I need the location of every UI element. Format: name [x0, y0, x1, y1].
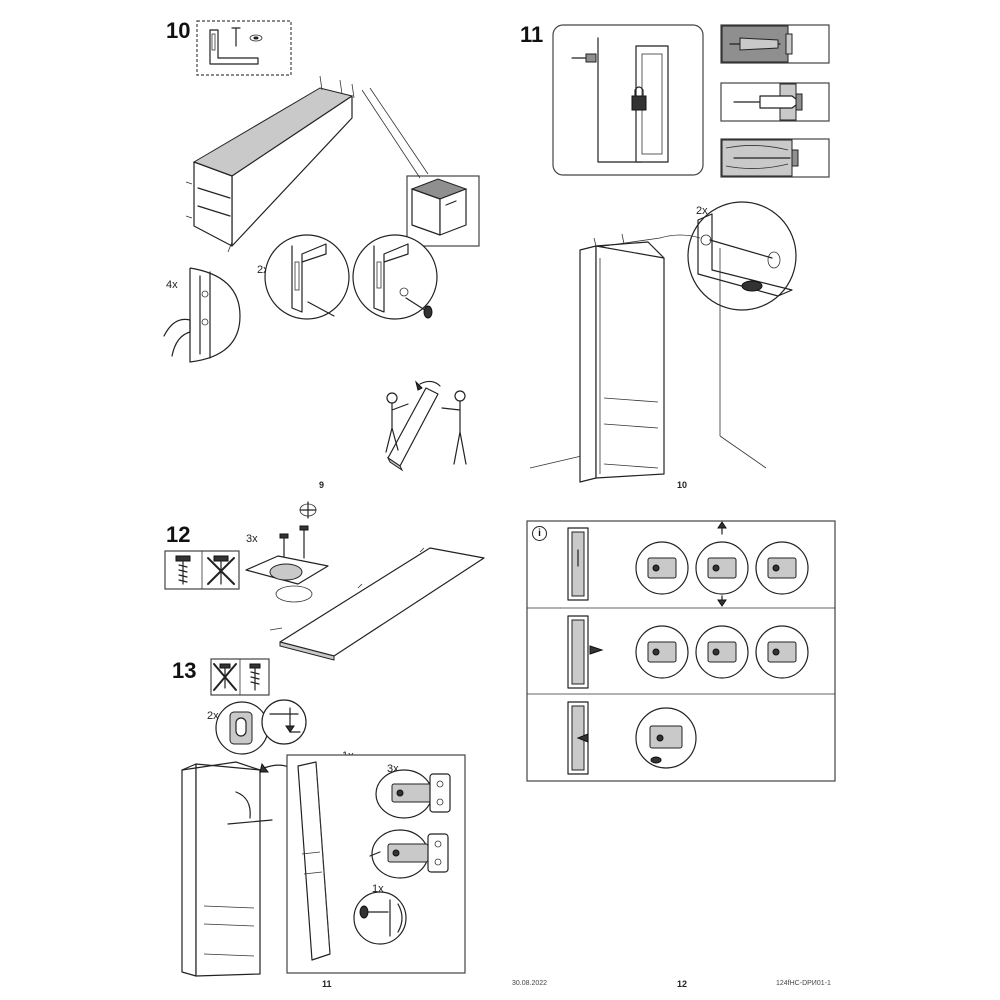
- hinge-icon: [635, 541, 809, 595]
- wall-anchor-icon-wood: [720, 138, 830, 178]
- step-10-number: 10: [166, 18, 191, 43]
- crossed-out-screw-icon: [207, 555, 235, 585]
- hinge-icon: [391, 773, 451, 813]
- wall-anchor-icon-drywall: [720, 82, 830, 122]
- step-13-hinge-detail-2: [369, 829, 449, 879]
- step-10-corner-detail: [406, 175, 480, 247]
- step-10-screw-hand-detail: [163, 267, 241, 363]
- page-number-9: 9: [319, 480, 325, 490]
- step-11-number: 11: [520, 22, 544, 47]
- screw-icon: [175, 555, 191, 585]
- step-13-rail-holder-detail-1: [215, 701, 269, 755]
- step-10-bracket-detail-1: [264, 234, 350, 320]
- screw-icon: [249, 663, 261, 691]
- step-10-cabinet-lying: [185, 75, 355, 253]
- step-11-wall-mount-box: [552, 24, 704, 176]
- step-10-bracket-detail-2: [352, 234, 438, 320]
- page-number-10: 10: [677, 480, 688, 490]
- step-13-wardrobe-frame: [181, 761, 299, 977]
- footer-doc-code: 124fHC-DPИ01-1: [776, 980, 831, 987]
- info-icon-glyph: i: [538, 528, 541, 539]
- step-13-screw-selection: [210, 658, 270, 696]
- step-12-qty-3x: 3x: [246, 533, 258, 545]
- step-13-hinge-detail-1: [375, 769, 451, 819]
- step-10-qty-4x: 4x: [166, 279, 178, 291]
- step-13-qty-1x-knob: 1x: [372, 883, 384, 895]
- step-10-callout-lines: [361, 87, 429, 179]
- step-10-qty-2x: 2x: [257, 264, 269, 276]
- step-11-bracket-detail: [687, 201, 797, 311]
- page-number-11: 11: [322, 979, 332, 989]
- wall-anchor-icon-concrete: [720, 24, 830, 64]
- step-13-number: 13: [172, 658, 197, 683]
- step-13-rail-holder-detail-2: [261, 699, 307, 745]
- step-10-people-lifting: [385, 380, 467, 472]
- step-13-qty-3x-hinges: 3x: [387, 763, 399, 775]
- step-10-parts-box: [196, 20, 292, 76]
- step-13-qty-2x: 2x: [207, 710, 219, 722]
- step-12-screw-selection: [164, 550, 240, 590]
- hinge-adjustment-panel: [526, 520, 836, 782]
- step-12-door-panel: [269, 547, 485, 661]
- step-12-hinge-assembly-detail: [245, 501, 329, 603]
- page-number-12: 12: [677, 979, 688, 989]
- step-11-cabinet-against-wall: [529, 233, 767, 483]
- footer-date: 30.08.2022: [512, 980, 548, 987]
- info-icon: i: [532, 526, 547, 541]
- crossed-out-screw-icon: [213, 663, 237, 691]
- step-12-number: 12: [166, 522, 191, 547]
- step-11-qty-2x: 2x: [696, 205, 708, 217]
- step-13-knob-detail: [353, 891, 407, 945]
- padlock-icon: [631, 86, 647, 111]
